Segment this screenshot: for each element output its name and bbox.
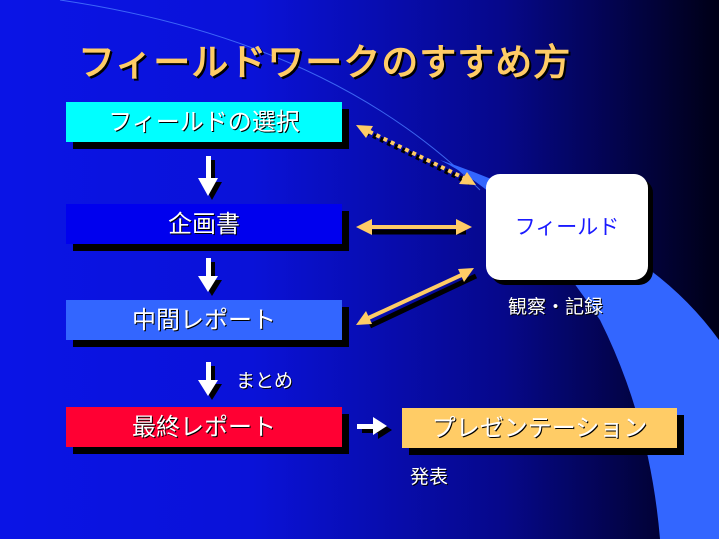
observation-caption: 観察・記録 <box>508 296 604 318</box>
step-final-report: 最終レポート <box>66 407 342 447</box>
summary-caption: まとめ <box>236 370 294 392</box>
slide-title: フィールドワークのすすめ方 <box>78 41 572 84</box>
step-interim-report: 中間レポート <box>66 300 342 340</box>
background-swoosh-line <box>59 0 481 191</box>
field-box: フィールド <box>486 174 648 280</box>
step-presentation: プレゼンテーション <box>402 408 677 448</box>
presentation-caption: 発表 <box>410 466 449 488</box>
step-field-selection: フィールドの選択 <box>66 102 342 142</box>
step-proposal: 企画書 <box>66 204 342 244</box>
